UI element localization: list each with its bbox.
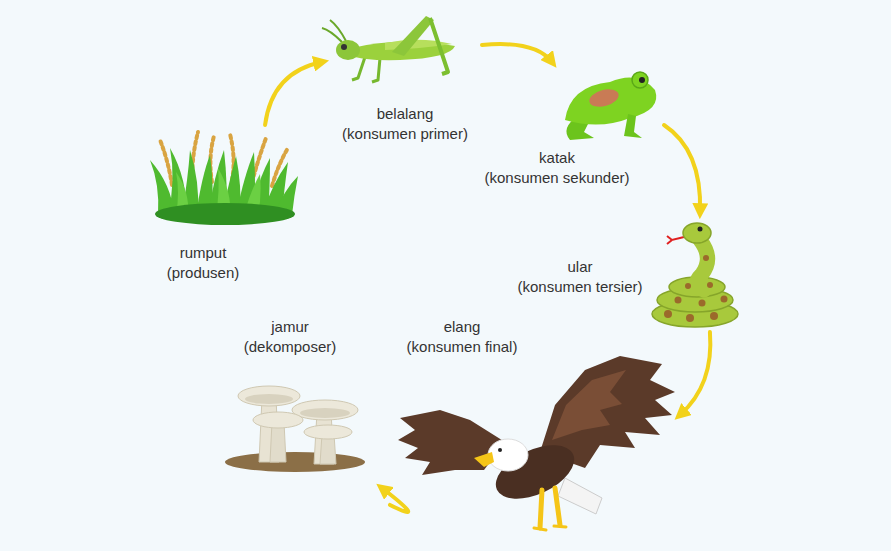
organism-label: belalang(konsumen primer)	[342, 104, 468, 144]
organism-name: jamur	[244, 317, 337, 337]
food-chain-arrow	[664, 125, 700, 212]
mushroom-picture	[225, 386, 365, 472]
organism-node: rumput(produsen)	[150, 125, 300, 295]
frog-picture	[565, 72, 656, 140]
organism-label: rumput(produsen)	[167, 243, 240, 283]
organism-node: ular(konsumen tersier)	[505, 212, 740, 332]
grasshopper-picture	[322, 16, 455, 82]
grass-picture	[150, 132, 298, 225]
organism-node: jamur(dekomposer)	[222, 316, 382, 491]
food-chain-arrow	[265, 62, 322, 125]
snake-picture	[652, 223, 738, 327]
trophic-role: (konsumen sekunder)	[484, 168, 629, 188]
organism-label: jamur(dekomposer)	[244, 317, 337, 357]
organism-name: katak	[484, 148, 629, 168]
organism-name: belalang	[342, 104, 468, 124]
organism-name: rumput	[167, 243, 240, 263]
organism-label: elang(konsumen final)	[407, 317, 518, 357]
food-chain-arrow	[382, 488, 408, 512]
food-chain-arrow	[680, 332, 710, 415]
trophic-role: (konsumen final)	[407, 337, 518, 357]
trophic-role: (konsumen primer)	[342, 124, 468, 144]
organism-label: ular(konsumen tersier)	[517, 257, 642, 297]
eagle-picture	[398, 356, 675, 530]
organism-name: ular	[517, 257, 642, 277]
organism-node: elang(konsumen final)	[390, 316, 680, 545]
trophic-role: (konsumen tersier)	[517, 277, 642, 297]
organism-label: katak(konsumen sekunder)	[484, 148, 629, 188]
organism-name: elang	[407, 317, 518, 337]
organism-node: belalang(konsumen primer)	[322, 12, 482, 152]
trophic-role: (produsen)	[167, 263, 240, 283]
trophic-role: (dekomposer)	[244, 337, 337, 357]
food-chain-arrow	[482, 44, 552, 62]
organism-node: katak(konsumen sekunder)	[472, 62, 664, 197]
